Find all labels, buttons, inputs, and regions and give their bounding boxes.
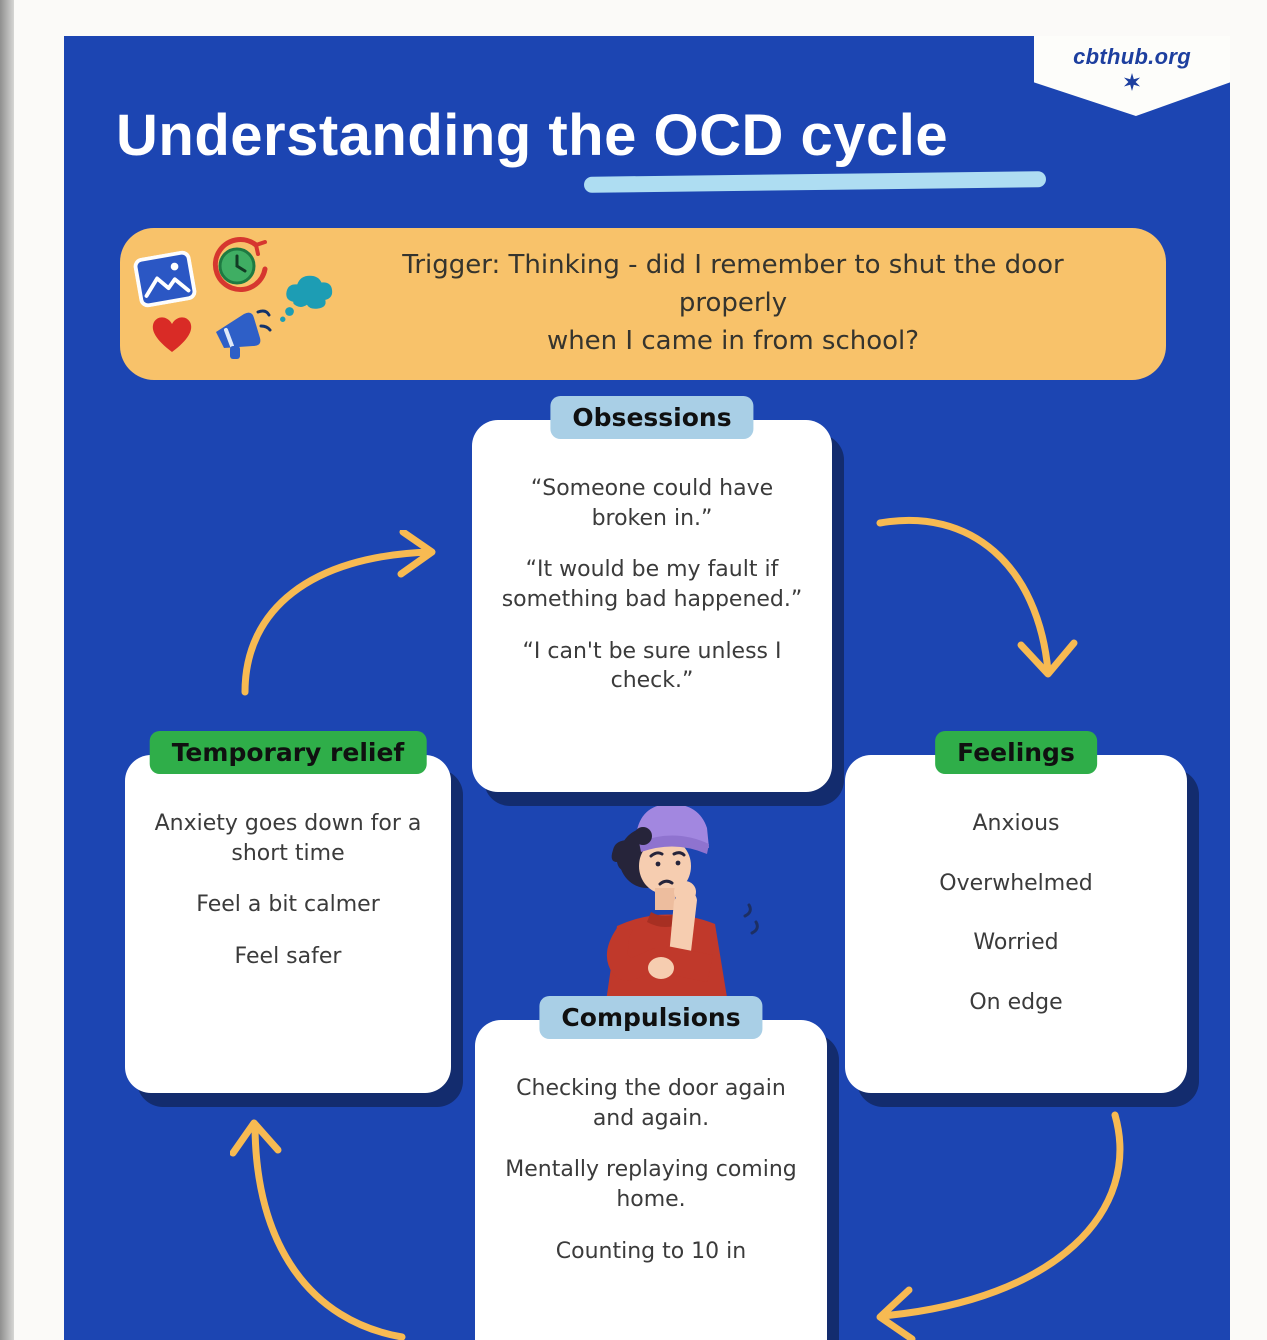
relief-item: Feel a bit calmer <box>196 892 380 918</box>
feeling-item: On edge <box>969 990 1063 1016</box>
relief-item: Feel safer <box>234 944 342 970</box>
trigger-text: Trigger: Thinking - did I remember to sh… <box>360 247 1166 360</box>
cycle-arrow-obsessions-to-feelings <box>876 516 1078 678</box>
relief-item: Anxiety goes down for a short time <box>154 811 422 866</box>
cycle-arrow-compulsions-to-relief <box>230 1119 406 1340</box>
cycle-arrow-relief-to-obsessions <box>241 530 436 696</box>
temporary-relief-card: Temporary relief Anxiety goes down for a… <box>125 731 451 1093</box>
feelings-label: Feelings <box>935 731 1097 774</box>
compulsion-item: Mentally replaying coming home. <box>505 1157 797 1213</box>
compulsion-item: Counting to 10 in <box>555 1238 747 1264</box>
feeling-item: Worried <box>973 930 1059 956</box>
clock-icon <box>212 237 268 292</box>
star-burst-icon <box>1123 73 1141 91</box>
obsession-item: “I can't be sure unless I check.” <box>522 638 782 694</box>
photo-icon <box>133 250 197 308</box>
obsessions-card: Obsessions “Someone could have broken in… <box>472 396 832 792</box>
trigger-text-line1: Trigger: Thinking - did I remember to sh… <box>402 250 1064 319</box>
trigger-text-line2: when I came in from school? <box>546 325 920 356</box>
site-badge-label: cbthub.org <box>1073 44 1191 69</box>
site-badge: cbthub.org <box>1034 36 1230 116</box>
compulsions-label: Compulsions <box>539 996 763 1039</box>
page-title: Understanding the OCD cycle <box>116 103 949 168</box>
cycle-arrow-feelings-to-compulsions <box>876 1111 1124 1340</box>
feelings-card: Feelings Anxious Overwhelmed Worried On … <box>845 731 1187 1093</box>
megaphone-icon <box>216 309 272 359</box>
page-edge-spine <box>0 0 14 1340</box>
temporary-relief-label: Temporary relief <box>149 731 427 774</box>
feeling-item: Overwhelmed <box>939 870 1093 896</box>
obsession-item: “Someone could have broken in.” <box>530 476 774 531</box>
trigger-icons-cluster <box>120 228 360 380</box>
compulsions-card: Compulsions Checking the door again and … <box>475 996 827 1340</box>
obsessions-label: Obsessions <box>550 396 754 439</box>
feeling-item: Anxious <box>972 811 1060 836</box>
compulsion-item: Checking the door again and again. <box>516 1076 786 1131</box>
heart-icon <box>152 317 192 352</box>
title-highlight-underline <box>583 171 1047 193</box>
trigger-banner: Trigger: Thinking - did I remember to sh… <box>120 228 1166 380</box>
thought-bubble-icon <box>280 275 333 322</box>
obsession-item: “It would be my fault if something bad h… <box>501 557 803 613</box>
ocd-cycle-poster: cbthub.org Understanding the OCD cycle <box>64 36 1230 1340</box>
